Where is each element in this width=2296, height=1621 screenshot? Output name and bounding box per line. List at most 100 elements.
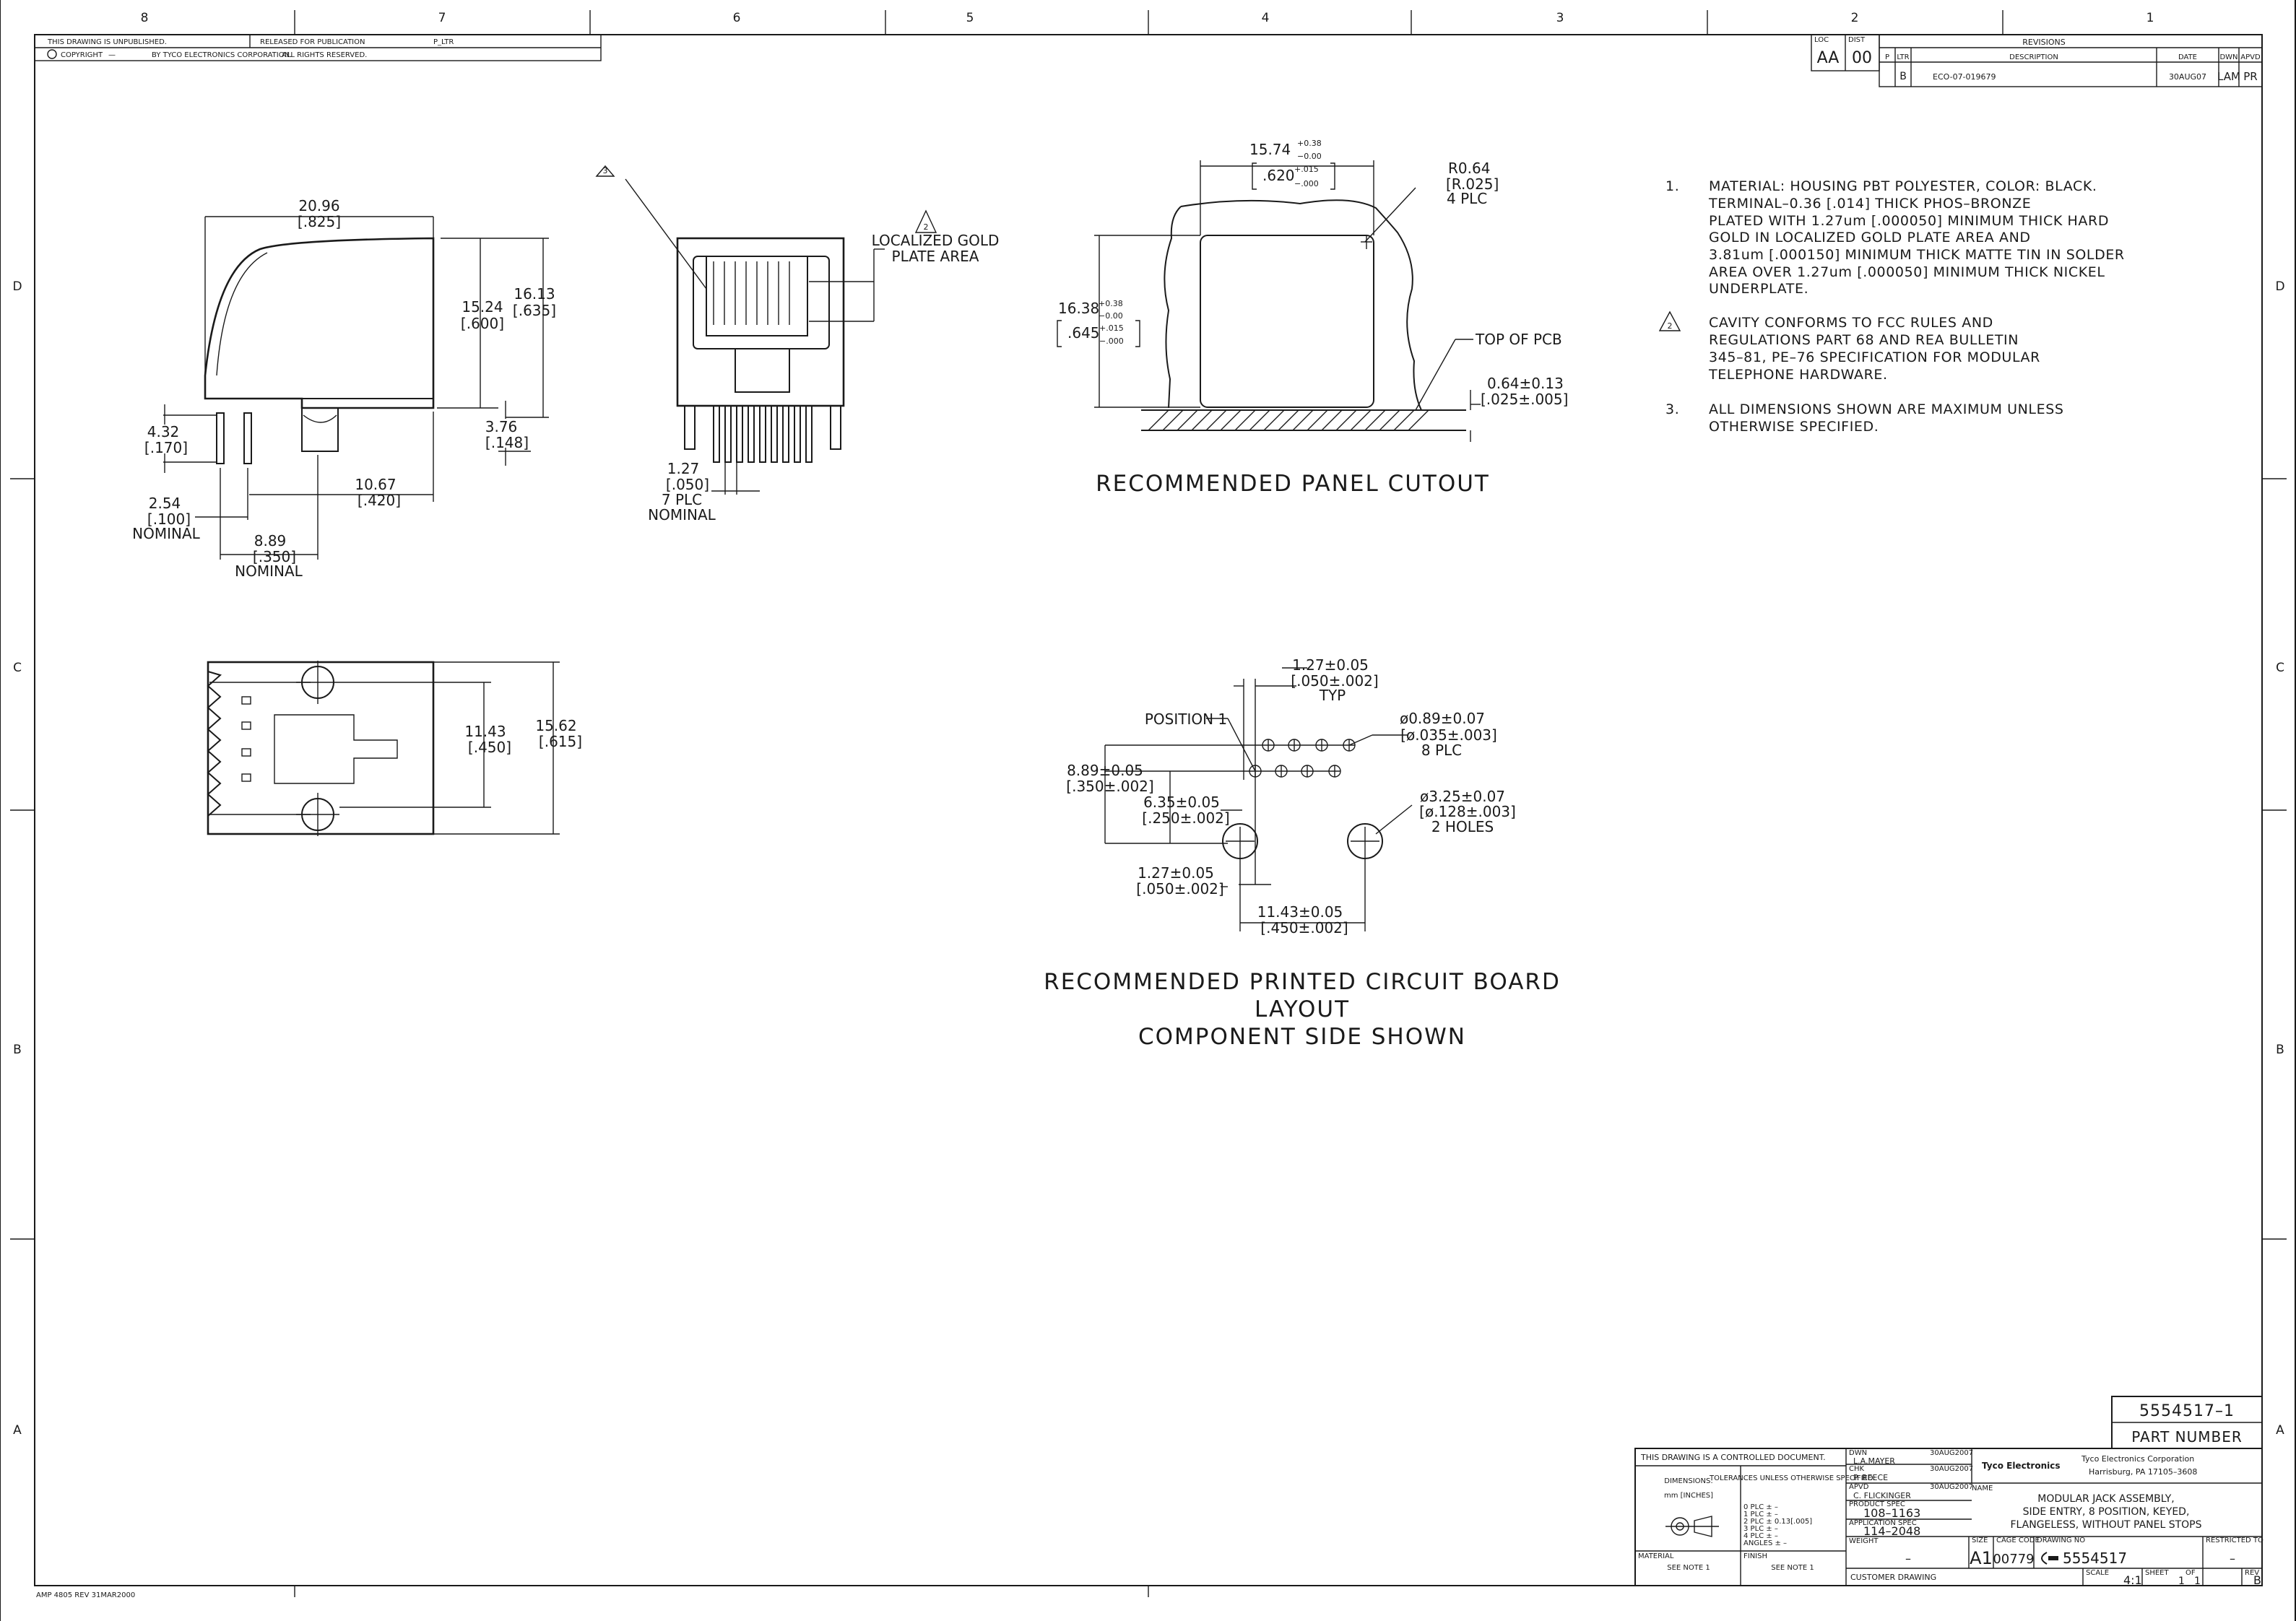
zone-right-d: D bbox=[2275, 279, 2284, 294]
panel-pcb: TOP OF PCB bbox=[1475, 331, 1562, 348]
pcb-v-in: [.250±.002] bbox=[1142, 809, 1229, 827]
front-pitch-in: [.050] bbox=[666, 476, 709, 493]
rev-col-date: DATE bbox=[2178, 53, 2197, 61]
rev-dwn: LAM bbox=[2217, 70, 2240, 83]
front-plc: 7 PLC bbox=[662, 491, 702, 508]
panel-w-minus: −0.00 bbox=[1297, 152, 1322, 161]
rev-col-ltr: LTR bbox=[1897, 53, 1909, 61]
pcb-v: 6.35±0.05 bbox=[1143, 794, 1220, 811]
zone-top-1: 1 bbox=[2146, 11, 2154, 25]
side-h2-in: [.635] bbox=[513, 302, 556, 319]
product-spec-label: PRODUCT SPEC bbox=[1849, 1500, 1905, 1508]
chk-label: CHK bbox=[1849, 1465, 1865, 1473]
finish-value: SEE NOTE 1 bbox=[1771, 1564, 1814, 1572]
pcb-hole: ø0.89±0.07 bbox=[1400, 710, 1485, 727]
part-name-1: MODULAR JACK ASSEMBLY, bbox=[2037, 1493, 2174, 1505]
pcb-title-2: LAYOUT bbox=[1255, 996, 1350, 1022]
panel-w-in: .620 bbox=[1262, 167, 1295, 184]
side-h2: 16.13 bbox=[514, 285, 555, 303]
pcb-big-n: 2 HOLES bbox=[1431, 818, 1494, 835]
rev-apvd: PR bbox=[2243, 70, 2257, 83]
weight-label: WEIGHT bbox=[1849, 1537, 1879, 1545]
zone-top-7: 7 bbox=[438, 11, 446, 25]
loc-value: AA bbox=[1817, 49, 1840, 67]
of-value: 1 bbox=[2194, 1576, 2201, 1587]
note-3-line: OTHERWISE SPECIFIED. bbox=[1709, 419, 1879, 435]
dwn-name: L.A.MAYER bbox=[1853, 1456, 1895, 1466]
pcb-title-1: RECOMMENDED PRINTED CIRCUIT BOARD bbox=[1044, 969, 1561, 995]
front-view: 3 2 LOCALIZED GOLD PLATE AREA 1.27 [.050… bbox=[595, 165, 999, 523]
tol-row: 0 PLC ± – bbox=[1743, 1503, 1778, 1511]
note-1-line: AREA OVER 1.27um [.000050] MINIMUM THICK… bbox=[1709, 264, 2105, 280]
drawing-no-label: DRAWING NO bbox=[2037, 1537, 2085, 1544]
copyright-dash: — bbox=[108, 51, 116, 59]
scale-value: 4:1 bbox=[2123, 1573, 2142, 1587]
dwn-label: DWN bbox=[1849, 1449, 1867, 1457]
panel-h-in: .645 bbox=[1067, 324, 1100, 342]
company-logo: Tyco Electronics bbox=[1982, 1461, 2061, 1471]
tolerances-label: TOLERANCES UNLESS OTHERWISE SPECIFIED: bbox=[1709, 1474, 1876, 1482]
unpublished-text: THIS DRAWING IS UNPUBLISHED. bbox=[47, 38, 167, 46]
footer-form-id: AMP 4805 REV 31MAR2000 bbox=[36, 1591, 135, 1599]
dimensions-unit: mm [INCHES] bbox=[1664, 1492, 1713, 1500]
side-pitch-in: [.100] bbox=[147, 510, 191, 528]
pcb-pitch: 1.27±0.05 bbox=[1292, 656, 1369, 674]
front-note3-tag: 3 bbox=[603, 166, 608, 175]
side-post: 4.32 bbox=[147, 423, 180, 440]
size-value: A1 bbox=[1970, 1548, 1993, 1568]
zone-top-6: 6 bbox=[733, 11, 741, 25]
bottom-h2: 15.62 bbox=[535, 717, 576, 734]
cage-value: 00779 bbox=[1993, 1552, 2034, 1567]
company-address: Harrisburg, PA 17105–3608 bbox=[2089, 1467, 2197, 1477]
rev-col-dwn: DWN bbox=[2219, 53, 2237, 61]
material-value: SEE NOTE 1 bbox=[1667, 1564, 1710, 1572]
panel-gap: 0.64±0.13 bbox=[1487, 375, 1564, 392]
rev-label: REV bbox=[2245, 1569, 2259, 1577]
zone-left-a: A bbox=[13, 1423, 22, 1438]
restricted-value: – bbox=[2230, 1552, 2235, 1565]
dist-value: 00 bbox=[1852, 49, 1872, 67]
front-nominal: NOMINAL bbox=[648, 506, 716, 523]
app-spec: 114–2048 bbox=[1863, 1524, 1920, 1538]
side-view: 20.96 [.825] 15.24 [.600] 16.13 [.635] 3… bbox=[132, 197, 556, 580]
revisions-table: REVISIONS P LTR DESCRIPTION DATE DWN APV… bbox=[1879, 34, 2263, 87]
finish-label: FINISH bbox=[1743, 1552, 1767, 1560]
zone-top-3: 3 bbox=[1556, 11, 1564, 25]
side-post-in: [.170] bbox=[144, 439, 188, 456]
note-2-line: 345–81, PE–76 SPECIFICATION FOR MODULAR bbox=[1709, 349, 2040, 365]
panel-h-plus: +0.38 bbox=[1099, 299, 1123, 308]
note-1-line: GOLD IN LOCALIZED GOLD PLATE AREA AND bbox=[1709, 230, 2031, 245]
front-note2-tag: 2 bbox=[924, 222, 929, 232]
apvd-name: C. FLICKINGER bbox=[1853, 1491, 1911, 1500]
tol-row: 4 PLC ± – bbox=[1743, 1532, 1778, 1540]
side-span: 8.89 bbox=[254, 532, 287, 549]
tol-row: 3 PLC ± – bbox=[1743, 1525, 1778, 1533]
pcb-hole-plc: 8 PLC bbox=[1421, 742, 1462, 759]
bottom-h2-in: [.615] bbox=[539, 733, 582, 750]
rev-col-desc: DESCRIPTION bbox=[2009, 53, 2058, 61]
pcb-pitch-in: [.050±.002] bbox=[1291, 672, 1378, 690]
pcb-row-in: [.350±.002] bbox=[1066, 778, 1153, 795]
rev-col-apvd: APVD bbox=[2240, 53, 2261, 61]
sheet-value: 1 bbox=[2178, 1576, 2185, 1587]
apvd-label: APVD bbox=[1849, 1483, 1869, 1491]
projection-symbol-icon bbox=[1665, 1516, 1719, 1537]
panel-w-in-minus: −.000 bbox=[1294, 179, 1319, 188]
controlled-doc: THIS DRAWING IS A CONTROLLED DOCUMENT. bbox=[1640, 1453, 1826, 1462]
tol-row: ANGLES ± – bbox=[1743, 1539, 1787, 1547]
rev-ltr: B bbox=[1899, 71, 1907, 82]
note-1-num: 1. bbox=[1665, 178, 1679, 194]
panel-cutout: 15.74 +0.38 −0.00 .620 +.015 −.000 16.38… bbox=[1057, 139, 1568, 497]
customer-drawing: CUSTOMER DRAWING bbox=[1850, 1573, 1936, 1582]
note-1-line: 3.81um [.000150] MINIMUM THICK MATTE TIN… bbox=[1709, 247, 2125, 263]
note-1-line: UNDERPLATE. bbox=[1709, 281, 1808, 297]
side-tail: 3.76 bbox=[485, 418, 518, 435]
pcb-row: 8.89±0.05 bbox=[1067, 762, 1143, 779]
loc-dist-block: LOC DIST AA 00 bbox=[1811, 34, 1880, 71]
zone-right-a: A bbox=[2276, 1423, 2284, 1438]
drawing-no: 5554517 bbox=[2063, 1550, 2127, 1567]
of-label: OF bbox=[2185, 1569, 2196, 1577]
notes: 1. MATERIAL: HOUSING PBT POLYESTER, COLO… bbox=[1658, 178, 2125, 435]
rev-value: B bbox=[2253, 1573, 2261, 1587]
